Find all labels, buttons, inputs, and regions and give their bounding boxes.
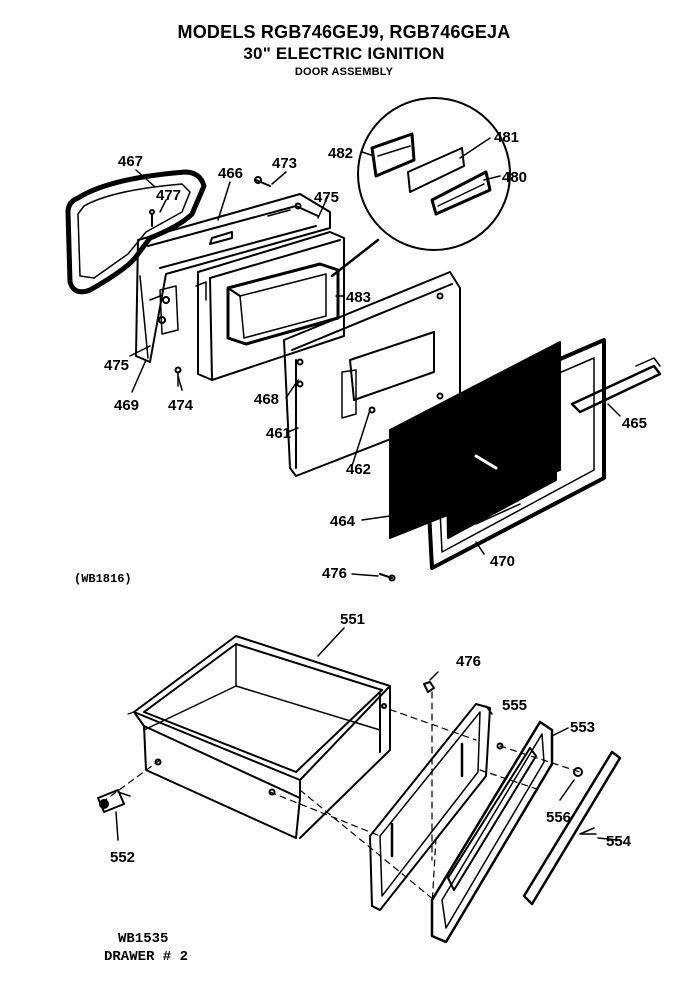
- door-handle-465: [570, 357, 662, 414]
- callout-469: 469: [114, 397, 139, 414]
- callout-461: 461: [266, 425, 291, 442]
- callout-554: 554: [606, 833, 632, 850]
- inner-door-panel-466: [135, 193, 331, 363]
- detail-inset: [357, 97, 511, 251]
- drawer-part-code: WB1535: [118, 931, 168, 947]
- door-insulation-box: [195, 231, 345, 381]
- drawer-front-liner-555: [369, 703, 491, 911]
- drawer-trim-554: [522, 750, 622, 906]
- callout-476-door: 476: [322, 565, 347, 582]
- drawer-front-553: [430, 720, 554, 944]
- assembly-subtitle: DOOR ASSEMBLY: [294, 66, 394, 78]
- callout-470: 470: [490, 553, 515, 570]
- callout-465: 465: [622, 415, 647, 432]
- callout-467: 467: [118, 153, 143, 170]
- callout-473: 473: [272, 155, 297, 172]
- callout-475-left: 475: [104, 357, 129, 374]
- assembly-dashed-lines: [99, 691, 581, 907]
- callout-476-drawer: 476: [456, 653, 481, 670]
- callout-483: 483: [346, 289, 371, 306]
- drawer-callouts: 551 476 555 553 556 554 552 WB1535 DRAWE…: [104, 611, 632, 965]
- door-hinge-left: [149, 285, 182, 387]
- callout-481: 481: [494, 129, 519, 146]
- screw-476-door: [379, 573, 396, 582]
- door-callouts: 467 477 466 473 475 482 481 480 483 475 …: [74, 129, 647, 586]
- ignition-subtitle: 30" ELECTRIC IGNITION: [243, 44, 445, 63]
- drawer-roller-552: [97, 789, 131, 813]
- door-leader-lines: [129, 137, 621, 577]
- clip-556: [559, 767, 583, 801]
- callout-552: 552: [110, 849, 135, 866]
- drawer-leader-lines: [115, 627, 619, 841]
- callout-556: 556: [546, 809, 571, 826]
- callout-474: 474: [168, 397, 194, 414]
- callout-464: 464: [330, 513, 356, 530]
- drawer-number-label: DRAWER # 2: [104, 949, 188, 965]
- screw-476-drawer: [423, 671, 504, 750]
- callout-477: 477: [156, 187, 181, 204]
- door-part-code: (WB1816): [74, 572, 132, 586]
- models-title: MODELS RGB746GEJ9, RGB746GEJA: [177, 22, 511, 42]
- callout-468: 468: [254, 391, 279, 408]
- window-frame-483: [226, 262, 340, 346]
- callout-480: 480: [502, 169, 527, 186]
- outer-door-frame-470: [422, 338, 606, 570]
- callout-482: 482: [328, 145, 353, 162]
- callout-551: 551: [340, 611, 365, 628]
- callout-466: 466: [218, 165, 243, 182]
- door-gasket-467: [65, 169, 207, 295]
- screw-477: [149, 209, 155, 227]
- screw-473: [254, 176, 271, 187]
- callout-475-top: 475: [314, 189, 339, 206]
- callout-553: 553: [570, 719, 595, 736]
- callout-555: 555: [502, 697, 527, 714]
- drawer-box-551: [133, 635, 391, 839]
- callout-462: 462: [346, 461, 371, 478]
